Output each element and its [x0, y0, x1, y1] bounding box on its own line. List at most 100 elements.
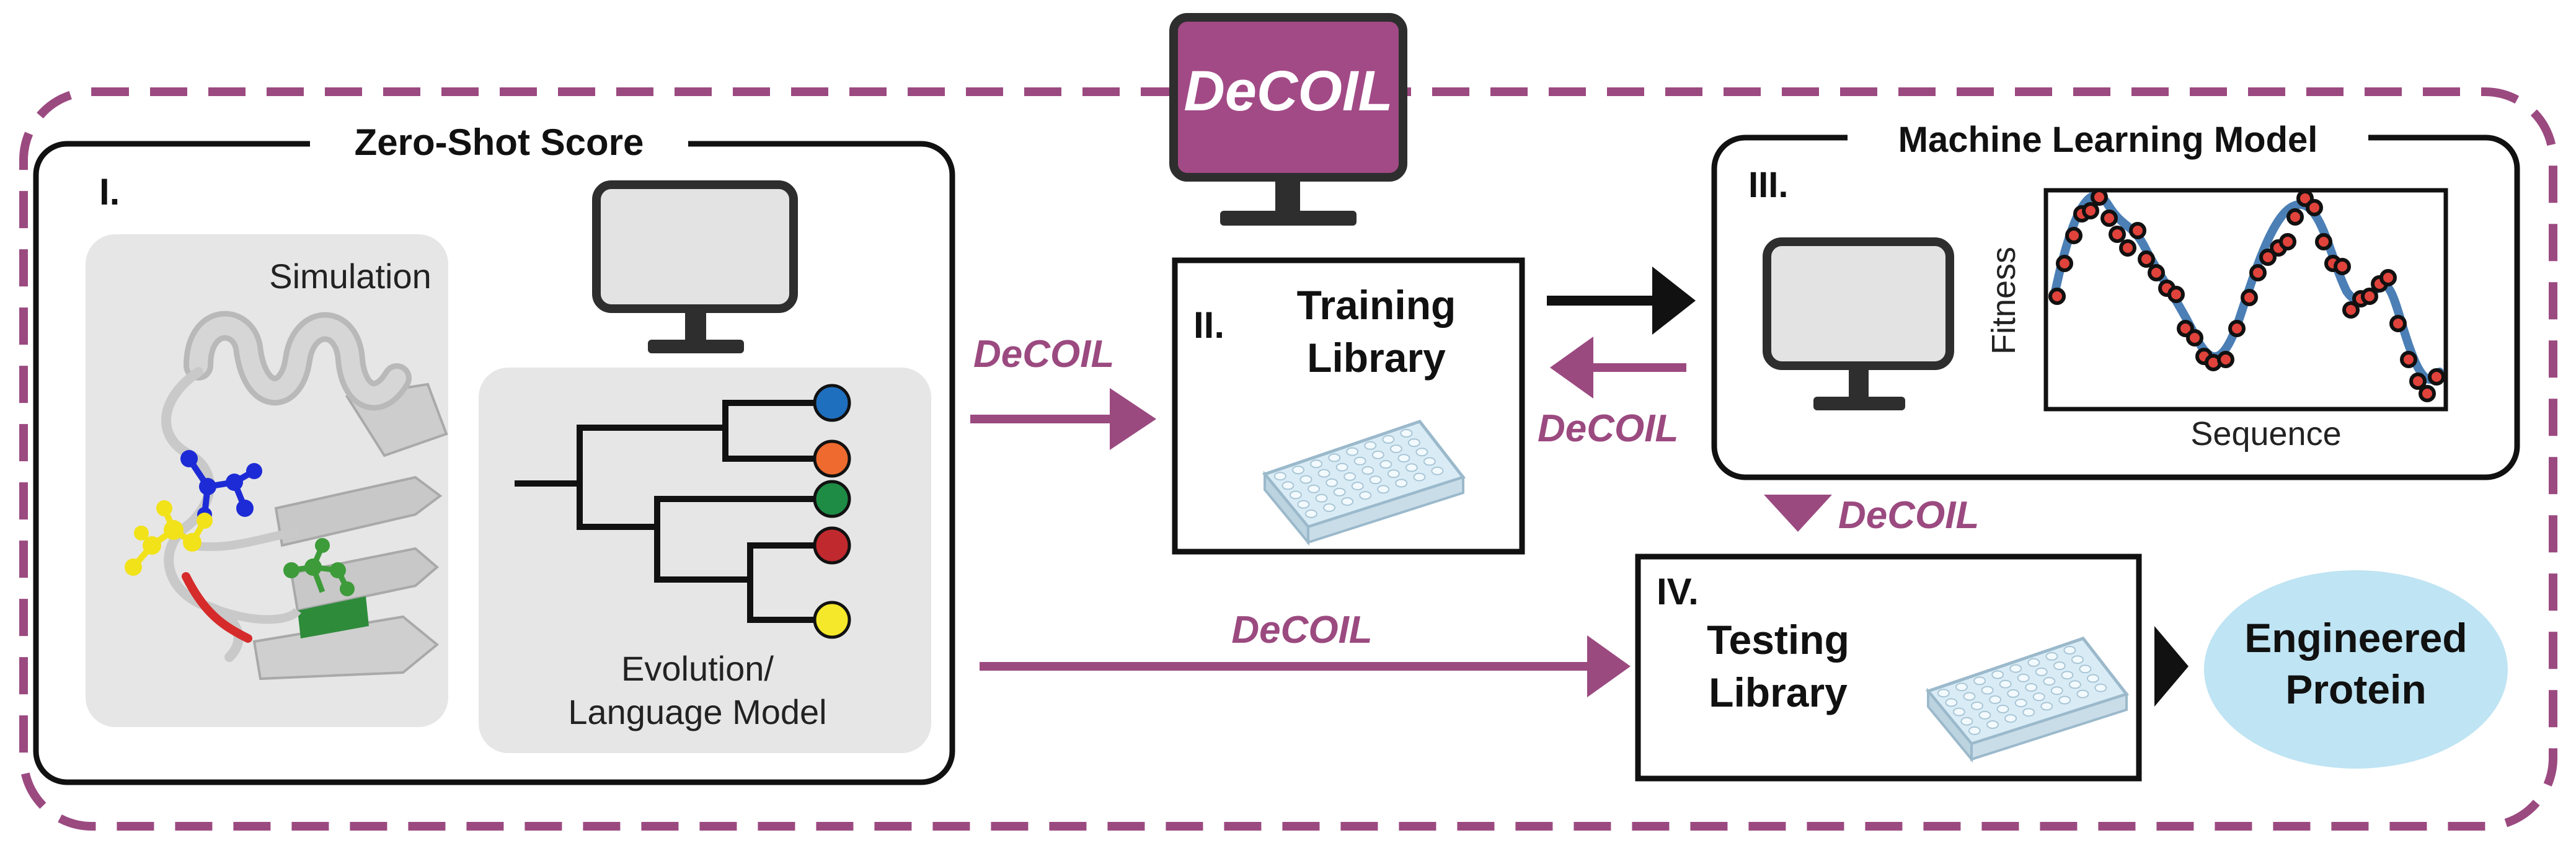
training-title-line2: Library — [1307, 335, 1446, 381]
ml-model-panel: Machine Learning Model III. Fitness Sequ… — [1711, 118, 2520, 480]
fitness-data-point — [2279, 233, 2296, 250]
plate-well — [1937, 689, 1950, 698]
product-line1: Engineered — [2244, 615, 2467, 661]
testing-library-panel: IV. Testing Library — [1635, 554, 2142, 782]
plate-well — [2061, 671, 2074, 680]
plate-well — [1971, 701, 1983, 710]
plate-well — [1308, 484, 1320, 493]
tree-leaf-yellow — [813, 601, 851, 639]
plate-well — [1289, 490, 1302, 500]
plate-well — [1281, 481, 1295, 490]
fitness-data-point — [2334, 258, 2351, 275]
arrow-label-ml-to-testing: DeCOIL — [1838, 494, 1979, 537]
plate-well — [1986, 720, 1999, 729]
plate-well — [1341, 497, 1354, 506]
plate-well — [1389, 444, 1402, 454]
ml-computer-icon — [1763, 237, 1954, 410]
plate-well — [2094, 683, 2107, 692]
product-line2: Protein — [2285, 666, 2426, 712]
arrow-ml-to-testing: DeCOIL — [1764, 494, 1979, 537]
decoil-monitor-title: DeCOIL — [1184, 60, 1392, 123]
plate-well — [2027, 658, 2040, 667]
simulation-label: Simulation — [269, 257, 431, 296]
plate-well — [1431, 466, 1444, 475]
arrow-testing-to-product — [2154, 626, 2189, 707]
plate-well — [1423, 457, 1436, 466]
plate-well — [1292, 466, 1304, 475]
plate-well — [2068, 680, 2081, 689]
arrow-zero-shot-to-training: DeCOIL — [970, 333, 1156, 450]
fitness-data-point — [2361, 288, 2378, 305]
fitness-data-point — [2129, 222, 2146, 239]
plate-well — [2076, 689, 2089, 699]
fitness-data-point — [2400, 351, 2417, 368]
plate-well — [2071, 655, 2084, 664]
zero-shot-panel: Zero-Shot Score I. Simulation — [33, 121, 955, 785]
plate-well — [1317, 469, 1330, 478]
plate-well — [2022, 708, 2035, 717]
fitness-data-point — [2091, 188, 2108, 206]
plate-well — [1315, 493, 1328, 503]
yellow-residue — [125, 500, 213, 576]
arrow-label-to-training: DeCOIL — [973, 333, 1114, 376]
plate-well — [1960, 717, 1973, 726]
plate-well — [1387, 469, 1400, 479]
computer-icon — [592, 180, 798, 353]
training-numeral: II. — [1193, 304, 1224, 346]
plate-well — [1395, 479, 1408, 488]
ml-model-numeral: III. — [1748, 165, 1788, 205]
protein-structure-illustration — [125, 311, 448, 681]
fitness-data-point — [2379, 269, 2397, 286]
tree-leaf-green — [813, 480, 851, 518]
testing-numeral: IV. — [1657, 571, 1699, 612]
plate-well — [2058, 695, 2071, 705]
plate-well — [1999, 679, 2012, 689]
arrow-label-to-testing: DeCOIL — [1231, 609, 1372, 651]
fitness-data-point — [2419, 385, 2436, 402]
fitness-data-points — [2048, 188, 2445, 402]
plate-well — [2045, 651, 2058, 661]
plate-well — [2086, 674, 2099, 683]
fitness-data-point — [2186, 329, 2203, 346]
plate-well — [1400, 429, 1413, 438]
zero-shot-title: Zero-Shot Score — [355, 121, 644, 163]
plate-well — [1361, 466, 1374, 475]
plate-well — [2025, 683, 2038, 692]
plate-well — [2014, 699, 2027, 708]
plate-well — [1299, 475, 1312, 484]
plate-well — [1379, 460, 1392, 469]
fitness-data-point — [2409, 373, 2427, 390]
plate-well — [2007, 689, 2020, 698]
arrow-training-to-ml — [1547, 267, 1696, 335]
training-title-line1: Training — [1297, 282, 1456, 328]
plate-well — [1989, 695, 2002, 704]
fitness-data-point — [2315, 233, 2332, 250]
plate-well — [2053, 661, 2066, 671]
fitness-data-point — [2228, 320, 2246, 337]
plate-well — [2035, 667, 2048, 676]
well-plate-icon — [1262, 420, 1466, 546]
fitness-data-point — [2259, 249, 2277, 266]
fitness-data-point — [2048, 288, 2066, 305]
fitness-data-point — [2082, 202, 2099, 219]
tree-leaves — [813, 384, 851, 639]
plate-well — [1310, 459, 1323, 469]
plate-well — [1955, 682, 1968, 692]
plate-well — [1945, 698, 1958, 707]
plate-well — [1371, 450, 1384, 459]
plate-well — [2079, 664, 2092, 674]
tree-leaf-blue — [813, 384, 851, 422]
fitness-data-point — [2109, 226, 2126, 243]
plate-well — [1359, 491, 1372, 500]
plate-well — [1981, 686, 1994, 695]
evolution-label-line2: Language Model — [568, 692, 826, 731]
plate-well — [1364, 441, 1377, 450]
plate-well — [2050, 686, 2063, 695]
plate-well — [1304, 509, 1317, 518]
plate-well — [1382, 435, 1395, 444]
plate-well — [2004, 714, 2017, 723]
plate-well — [1973, 676, 1986, 686]
fitness-data-point — [2428, 368, 2445, 386]
